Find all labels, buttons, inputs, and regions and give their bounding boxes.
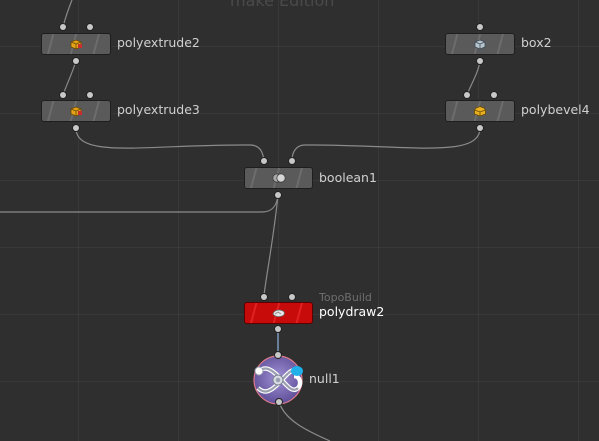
node-box2[interactable] [445, 33, 515, 55]
node-label-null1: null1 [309, 371, 340, 386]
box2-output-port[interactable] [477, 58, 483, 64]
boolean1-input-port[interactable] [261, 158, 267, 164]
node-polyextrude2[interactable] [41, 33, 111, 55]
node-polybevel4[interactable] [445, 100, 515, 122]
boolean1-output-port[interactable] [275, 192, 281, 198]
node-label-boolean1: boolean1 [319, 170, 377, 185]
polyextrude2-output-port[interactable] [73, 58, 79, 64]
polybevel4-output-port[interactable] [477, 125, 483, 131]
wire-offscreen-boolean1[interactable] [0, 194, 279, 213]
box2-input-port[interactable] [477, 24, 483, 30]
polydraw2-output-port[interactable] [275, 326, 281, 332]
polyextrude3-input-port[interactable] [60, 92, 66, 98]
node-polyextrude3[interactable] [41, 100, 111, 122]
box-icon [472, 37, 488, 51]
node-sublabel-polydraw2: TopoBuild [319, 291, 372, 304]
polybevel4-input-port[interactable] [464, 92, 470, 98]
node-boolean1[interactable] [244, 167, 313, 189]
boolean1-input-port-2[interactable] [289, 158, 295, 164]
null1-input-port[interactable] [275, 352, 281, 358]
network-title: make Edition [230, 0, 335, 10]
polyextrude2-input-port-2[interactable] [87, 24, 93, 30]
wire-polybevel4-boolean1[interactable] [291, 127, 481, 162]
polydraw2-input-port[interactable] [261, 294, 267, 300]
node-polydraw2[interactable] [244, 302, 313, 324]
polyextrude-icon [68, 104, 84, 118]
node-null1[interactable] [250, 354, 306, 410]
polybevel-icon [472, 104, 488, 118]
null-icon [253, 355, 303, 405]
polydraw2-input-port-2[interactable] [289, 294, 295, 300]
wire-polyextrude3-boolean1[interactable] [75, 127, 265, 162]
polyextrude2-input-port[interactable] [60, 24, 66, 30]
wire-boolean1-polydraw2[interactable] [263, 194, 279, 296]
node-label-polybevel4: polybevel4 [521, 102, 590, 117]
polydraw-icon [271, 306, 287, 320]
polyextrude3-output-port[interactable] [73, 125, 79, 131]
boolean-icon [271, 171, 287, 185]
node-label-polyextrude3: polyextrude3 [117, 102, 200, 117]
wire-offscreen-polyextrude2[interactable] [62, 0, 73, 28]
wire-polyextrude2-polyextrude3[interactable] [62, 60, 77, 96]
node-label-polyextrude2: polyextrude2 [117, 35, 200, 50]
wire-box2-polybevel4[interactable] [466, 60, 481, 96]
wire-null1-output[interactable] [278, 401, 331, 441]
node-label-polydraw2: polydraw2 [319, 304, 385, 319]
node-label-box2: box2 [521, 35, 552, 50]
polyextrude-icon [68, 37, 84, 51]
polybevel4-input-port-2[interactable] [491, 92, 497, 98]
null1-output-port[interactable] [276, 399, 282, 405]
polyextrude3-input-port-2[interactable] [87, 92, 93, 98]
